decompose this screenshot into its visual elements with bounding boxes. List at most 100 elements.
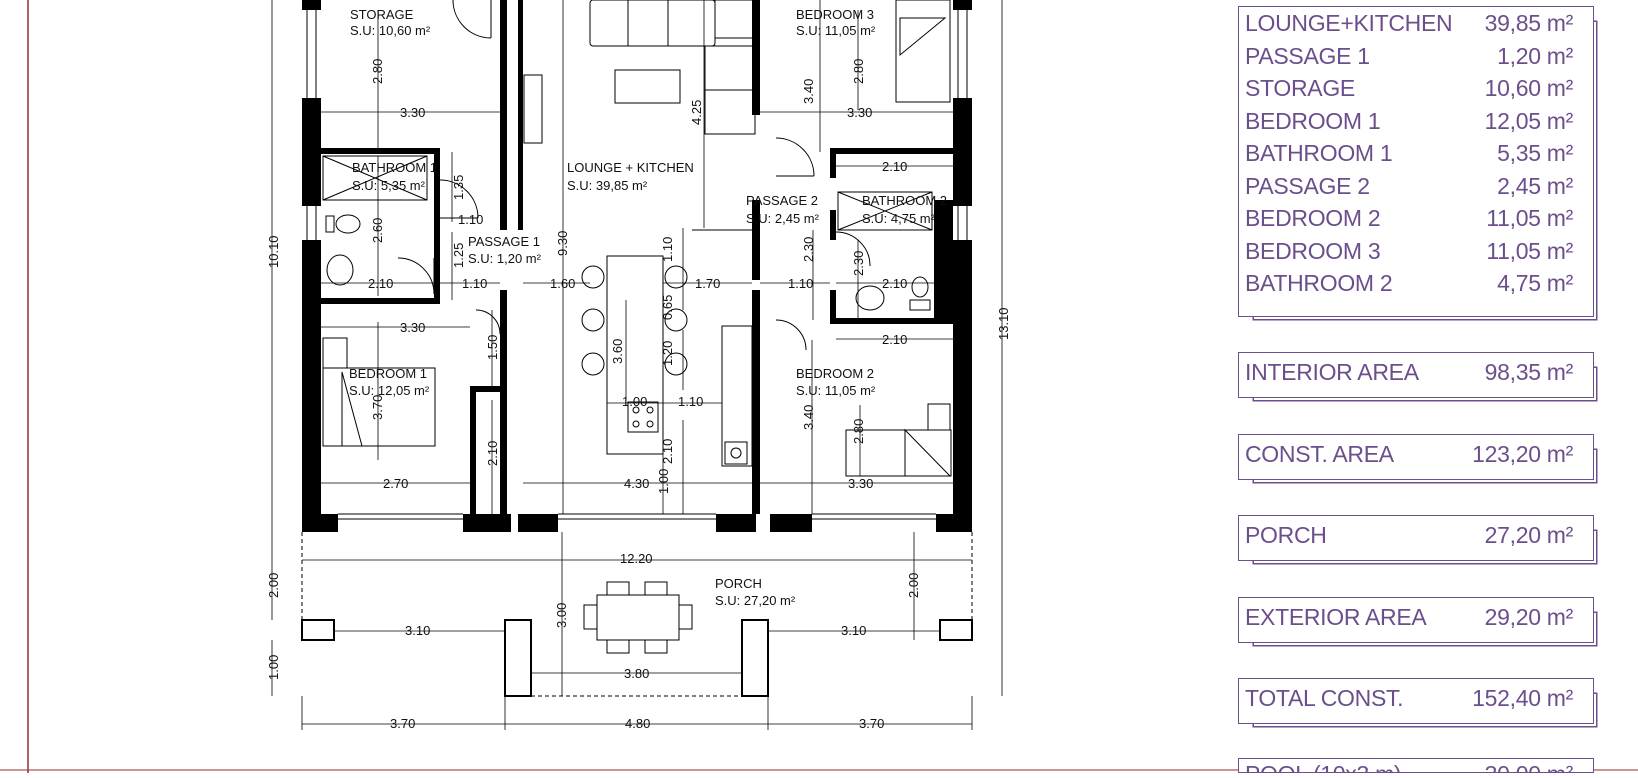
dimension-label: 4.80 xyxy=(625,716,650,731)
room-labels: STORAGE S.U: 10,60 m² BEDROOM 3 S.U: 11,… xyxy=(349,7,947,608)
dimension-label: 3.70 xyxy=(390,716,415,731)
interior-area-box: INTERIOR AREA 98,35 m² xyxy=(1238,352,1594,398)
area-label: INTERIOR AREA xyxy=(1245,359,1419,385)
room-area: S.U: 5,35 m² xyxy=(352,178,426,193)
room-area: S.U: 12,05 m² xyxy=(349,383,430,398)
porch-posts xyxy=(301,619,973,697)
dimension-label: 10.10 xyxy=(266,235,281,268)
room-name: PORCH xyxy=(715,576,762,591)
area-row: PASSAGE 1 1,20 m² xyxy=(1239,40,1593,73)
area-label: POOL (10x3 m) xyxy=(1245,761,1402,772)
area-value: 152,40 m² xyxy=(1472,685,1573,711)
dimension-lines xyxy=(271,0,1003,730)
dimension-label: 3.30 xyxy=(400,320,425,335)
porch-outline xyxy=(301,532,973,697)
dimension-label: 3.10 xyxy=(405,623,430,638)
room-area: S.U: 11,05 m² xyxy=(796,383,876,398)
dimension-label: 1.10 xyxy=(462,276,487,291)
dimension-label: 1.00 xyxy=(622,394,647,409)
area-label: STORAGE xyxy=(1245,75,1355,101)
dimension-label: 13.10 xyxy=(996,307,1011,340)
door-swings xyxy=(397,0,871,351)
total-const-box: TOTAL CONST. 152,40 m² xyxy=(1238,678,1594,724)
dimension-label: 2.80 xyxy=(370,59,385,84)
dimension-label: 1.20 xyxy=(660,341,675,366)
area-value: 98,35 m² xyxy=(1484,359,1574,385)
const-area-box: CONST. AREA 123,20 m² xyxy=(1238,434,1594,480)
area-value: 2,45 m² xyxy=(1497,172,1573,199)
dimension-label: 1.10 xyxy=(458,212,483,227)
area-label: BATHROOM 2 xyxy=(1245,270,1393,296)
dimension-label: 2.10 xyxy=(882,332,907,347)
area-label: EXTERIOR AREA xyxy=(1245,604,1427,630)
dimension-label: 2.10 xyxy=(660,439,675,464)
dimension-label: 2.80 xyxy=(851,59,866,84)
area-label: LOUNGE+KITCHEN xyxy=(1245,10,1453,36)
area-label: BATHROOM 1 xyxy=(1245,140,1393,166)
room-name: BEDROOM 2 xyxy=(796,366,874,381)
room-name: STORAGE xyxy=(350,7,414,22)
room-name: LOUNGE + KITCHEN xyxy=(567,160,694,175)
dimension-label: 4.30 xyxy=(624,476,649,491)
dimension-label: 2.60 xyxy=(370,218,385,243)
room-area: S.U: 2,45 m² xyxy=(746,211,820,226)
area-value: 11,05 m² xyxy=(1486,237,1573,264)
area-value: 30,00 m² xyxy=(1485,761,1574,772)
dimension-label: 1.50 xyxy=(485,335,500,360)
dimension-label: 3.40 xyxy=(801,79,816,104)
area-value: 4,75 m² xyxy=(1497,270,1573,296)
dimension-label: 9.30 xyxy=(555,231,570,256)
room-name: BATHROOM 2 xyxy=(862,193,947,208)
dimension-label: 2.10 xyxy=(882,159,907,174)
dimension-label: 0.65 xyxy=(660,295,675,320)
area-label: PORCH xyxy=(1245,522,1327,548)
area-label: BEDROOM 1 xyxy=(1245,107,1381,134)
area-label: CONST. AREA xyxy=(1245,441,1394,467)
dimension-label: 1.10 xyxy=(660,237,675,262)
dimension-label: 3.80 xyxy=(624,666,649,681)
dimension-label: 3.70 xyxy=(370,395,385,420)
area-value: 29,20 m² xyxy=(1484,604,1574,630)
area-value: 12,05 m² xyxy=(1484,107,1574,134)
dimension-label: 1.10 xyxy=(788,276,813,291)
dimension-label: 2.70 xyxy=(383,476,408,491)
dimension-label: 1.00 xyxy=(656,469,671,494)
area-value: 11,05 m² xyxy=(1486,205,1573,231)
dimension-label: 1.60 xyxy=(550,276,575,291)
area-row: BEDROOM 2 11,05 m² xyxy=(1239,202,1593,235)
dimension-label: 3.10 xyxy=(841,623,866,638)
room-name: BEDROOM 1 xyxy=(349,366,427,381)
room-area: S.U: 10,60 m² xyxy=(350,23,431,38)
area-row: BATHROOM 2 4,75 m² xyxy=(1239,267,1593,300)
dimension-label: 2.10 xyxy=(485,441,500,466)
dimension-label: 2.10 xyxy=(368,276,393,291)
dimension-label: 3.30 xyxy=(400,105,425,120)
dimension-texts: 2.80 3.30 3.40 2.80 3.30 4.25 1.35 2.60 … xyxy=(266,59,1011,731)
room-name: PASSAGE 2 xyxy=(746,193,818,208)
dimension-label: 1.10 xyxy=(678,394,703,409)
area-label: TOTAL CONST. xyxy=(1245,685,1404,711)
dimension-label: 1.25 xyxy=(451,243,466,268)
area-label: BEDROOM 2 xyxy=(1245,205,1381,231)
area-value: 1,20 m² xyxy=(1497,42,1573,69)
dimension-label: 1.00 xyxy=(266,655,281,680)
area-row: BEDROOM 1 12,05 m² xyxy=(1239,105,1593,138)
room-area: S.U: 11,05 m² xyxy=(796,23,876,38)
dimension-label: 3.40 xyxy=(801,405,816,430)
walls xyxy=(302,0,972,532)
room-area: S.U: 1,20 m² xyxy=(468,251,542,266)
dimension-label: 4.25 xyxy=(689,100,704,125)
area-value: 123,20 m² xyxy=(1472,441,1573,467)
windows xyxy=(306,10,968,520)
dimension-label: 2.00 xyxy=(906,573,921,598)
area-label: PASSAGE 1 xyxy=(1245,42,1370,69)
dimension-label: 2.30 xyxy=(851,251,866,276)
dimension-label: 3.70 xyxy=(859,716,884,731)
dimension-label: 3.30 xyxy=(848,476,873,491)
area-value: 39,85 m² xyxy=(1484,10,1574,36)
